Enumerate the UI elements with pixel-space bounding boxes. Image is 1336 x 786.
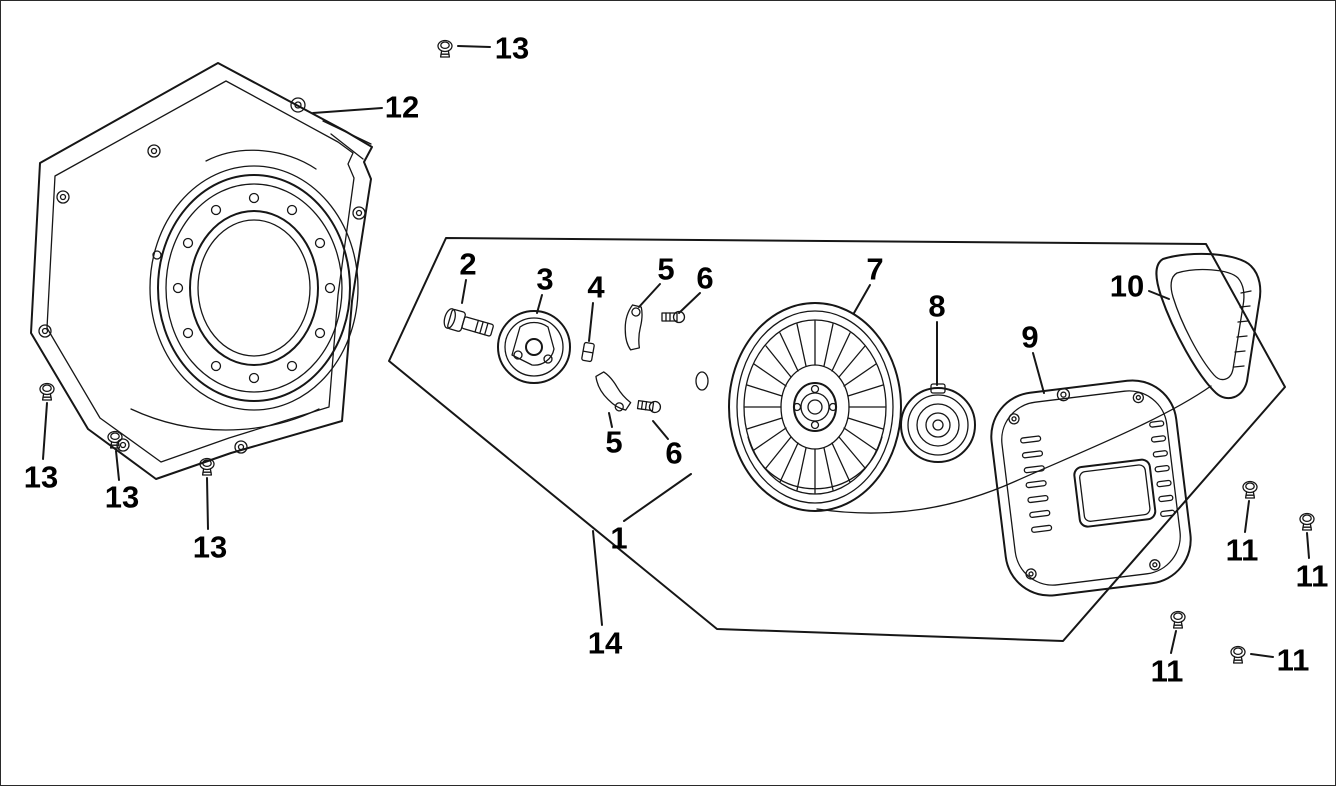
callout-reel-7: 7 (853, 252, 884, 314)
part-number-label: 11 (1296, 559, 1329, 594)
screw-13-left-1 (39, 382, 55, 401)
starter-rope (816, 385, 1212, 514)
callout-housing-screw-11-d: 11 (1250, 643, 1310, 678)
part-number-label: 13 (495, 31, 529, 66)
leader-line (608, 412, 613, 428)
callout-screw-upper-6: 6 (678, 261, 714, 314)
part-number-label: 1 (610, 521, 627, 556)
screw-11-c (1170, 610, 1186, 629)
part-number-label: 6 (665, 436, 682, 471)
part-number-label: 10 (1110, 269, 1144, 304)
leader-line (1170, 630, 1177, 654)
fan-cover (30, 62, 373, 480)
part-number-label: 9 (1021, 320, 1038, 355)
rope-guide-ring (695, 371, 709, 391)
leader-line (457, 45, 491, 48)
part-number-label: 7 (866, 252, 883, 287)
callout-spring-case-8: 8 (928, 289, 946, 386)
part-number-label: 5 (657, 252, 674, 287)
part-number-label: 3 (536, 262, 553, 297)
screw-11-d (1230, 645, 1246, 664)
starter-cup (497, 310, 571, 384)
callout-panel-14: 14 (588, 530, 623, 661)
leader-line (461, 279, 467, 304)
ratchet-screw-lower (636, 399, 662, 414)
part-number-label: 6 (696, 261, 713, 296)
leader-line (312, 107, 383, 114)
part-number-label: 11 (1151, 654, 1184, 689)
part-number-label: 8 (928, 289, 945, 324)
callout-cover-screw-13-b: 13 (105, 450, 139, 515)
callout-housing-screw-11-c: 11 (1151, 630, 1184, 689)
part-number-label: 4 (587, 270, 605, 305)
starter-reel (728, 302, 902, 512)
callout-housing-screw-11-a: 11 (1226, 500, 1259, 568)
spring-case (900, 383, 976, 463)
starter-handle (1155, 252, 1262, 400)
callout-spacer-4: 4 (587, 270, 605, 342)
part-number-label: 11 (1226, 533, 1259, 568)
ratchet-screw-upper (661, 310, 686, 324)
leader-line (1148, 290, 1170, 300)
ratchet-lever-upper (624, 304, 643, 351)
housing-vent-slots (1020, 420, 1176, 533)
handle-grip-ribs (1233, 290, 1252, 368)
leader-line (1306, 532, 1310, 559)
callout-bolt-2: 2 (459, 247, 477, 304)
housing-screw-bosses (1008, 388, 1161, 580)
spacer (581, 341, 595, 363)
panel-outline (388, 237, 1286, 642)
starter-housing (990, 379, 1192, 597)
leader-line (588, 302, 594, 342)
callout-housing-screw-11-b: 11 (1296, 532, 1329, 594)
leader-line (1244, 500, 1250, 533)
part-number-label: 13 (105, 480, 139, 515)
ratchet-lever-lower (595, 371, 632, 412)
callout-screw-lower-6: 6 (652, 420, 683, 471)
leader-line (1250, 653, 1274, 658)
reel-spokes (744, 320, 886, 494)
leader-line (592, 530, 603, 626)
leader-line (678, 292, 701, 314)
callout-housing-9: 9 (1021, 320, 1045, 394)
part-number-label: 13 (24, 460, 58, 495)
screw-11-a (1242, 480, 1258, 499)
leader-line (115, 450, 120, 481)
screw-13-top (437, 39, 453, 58)
leader-line (42, 402, 48, 460)
callout-ratchet-lower-5: 5 (605, 412, 623, 460)
pulley-bolt (443, 308, 494, 337)
callout-assembly-1: 1 (610, 473, 692, 556)
part-number-label: 13 (193, 530, 227, 565)
leader-line (536, 294, 543, 314)
leader-line (1032, 352, 1045, 394)
leader-line (623, 473, 692, 522)
part-number-label: 5 (605, 425, 622, 460)
part-number-label: 12 (385, 90, 419, 125)
leader-line (206, 477, 209, 530)
callout-cover-screw-13-a: 13 (24, 402, 58, 495)
leader-line (638, 283, 661, 308)
screw-11-b (1299, 512, 1315, 531)
part-number-label: 2 (459, 247, 476, 282)
leader-line (853, 284, 871, 314)
callout-ratchet-upper-5: 5 (638, 252, 675, 308)
leader-line (652, 420, 669, 440)
cover-mounting-bosses (38, 97, 366, 454)
part-number-label: 11 (1277, 643, 1310, 678)
callout-top-screw-13: 13 (457, 31, 529, 66)
callout-cover-screw-13-c: 13 (193, 477, 227, 565)
ring-bolt-holes (172, 192, 336, 384)
callout-starter-cup-3: 3 (536, 262, 554, 314)
part-number-label: 14 (588, 626, 623, 661)
callout-fan-cover-12: 12 (312, 90, 419, 125)
callout-handle-10: 10 (1110, 269, 1170, 304)
